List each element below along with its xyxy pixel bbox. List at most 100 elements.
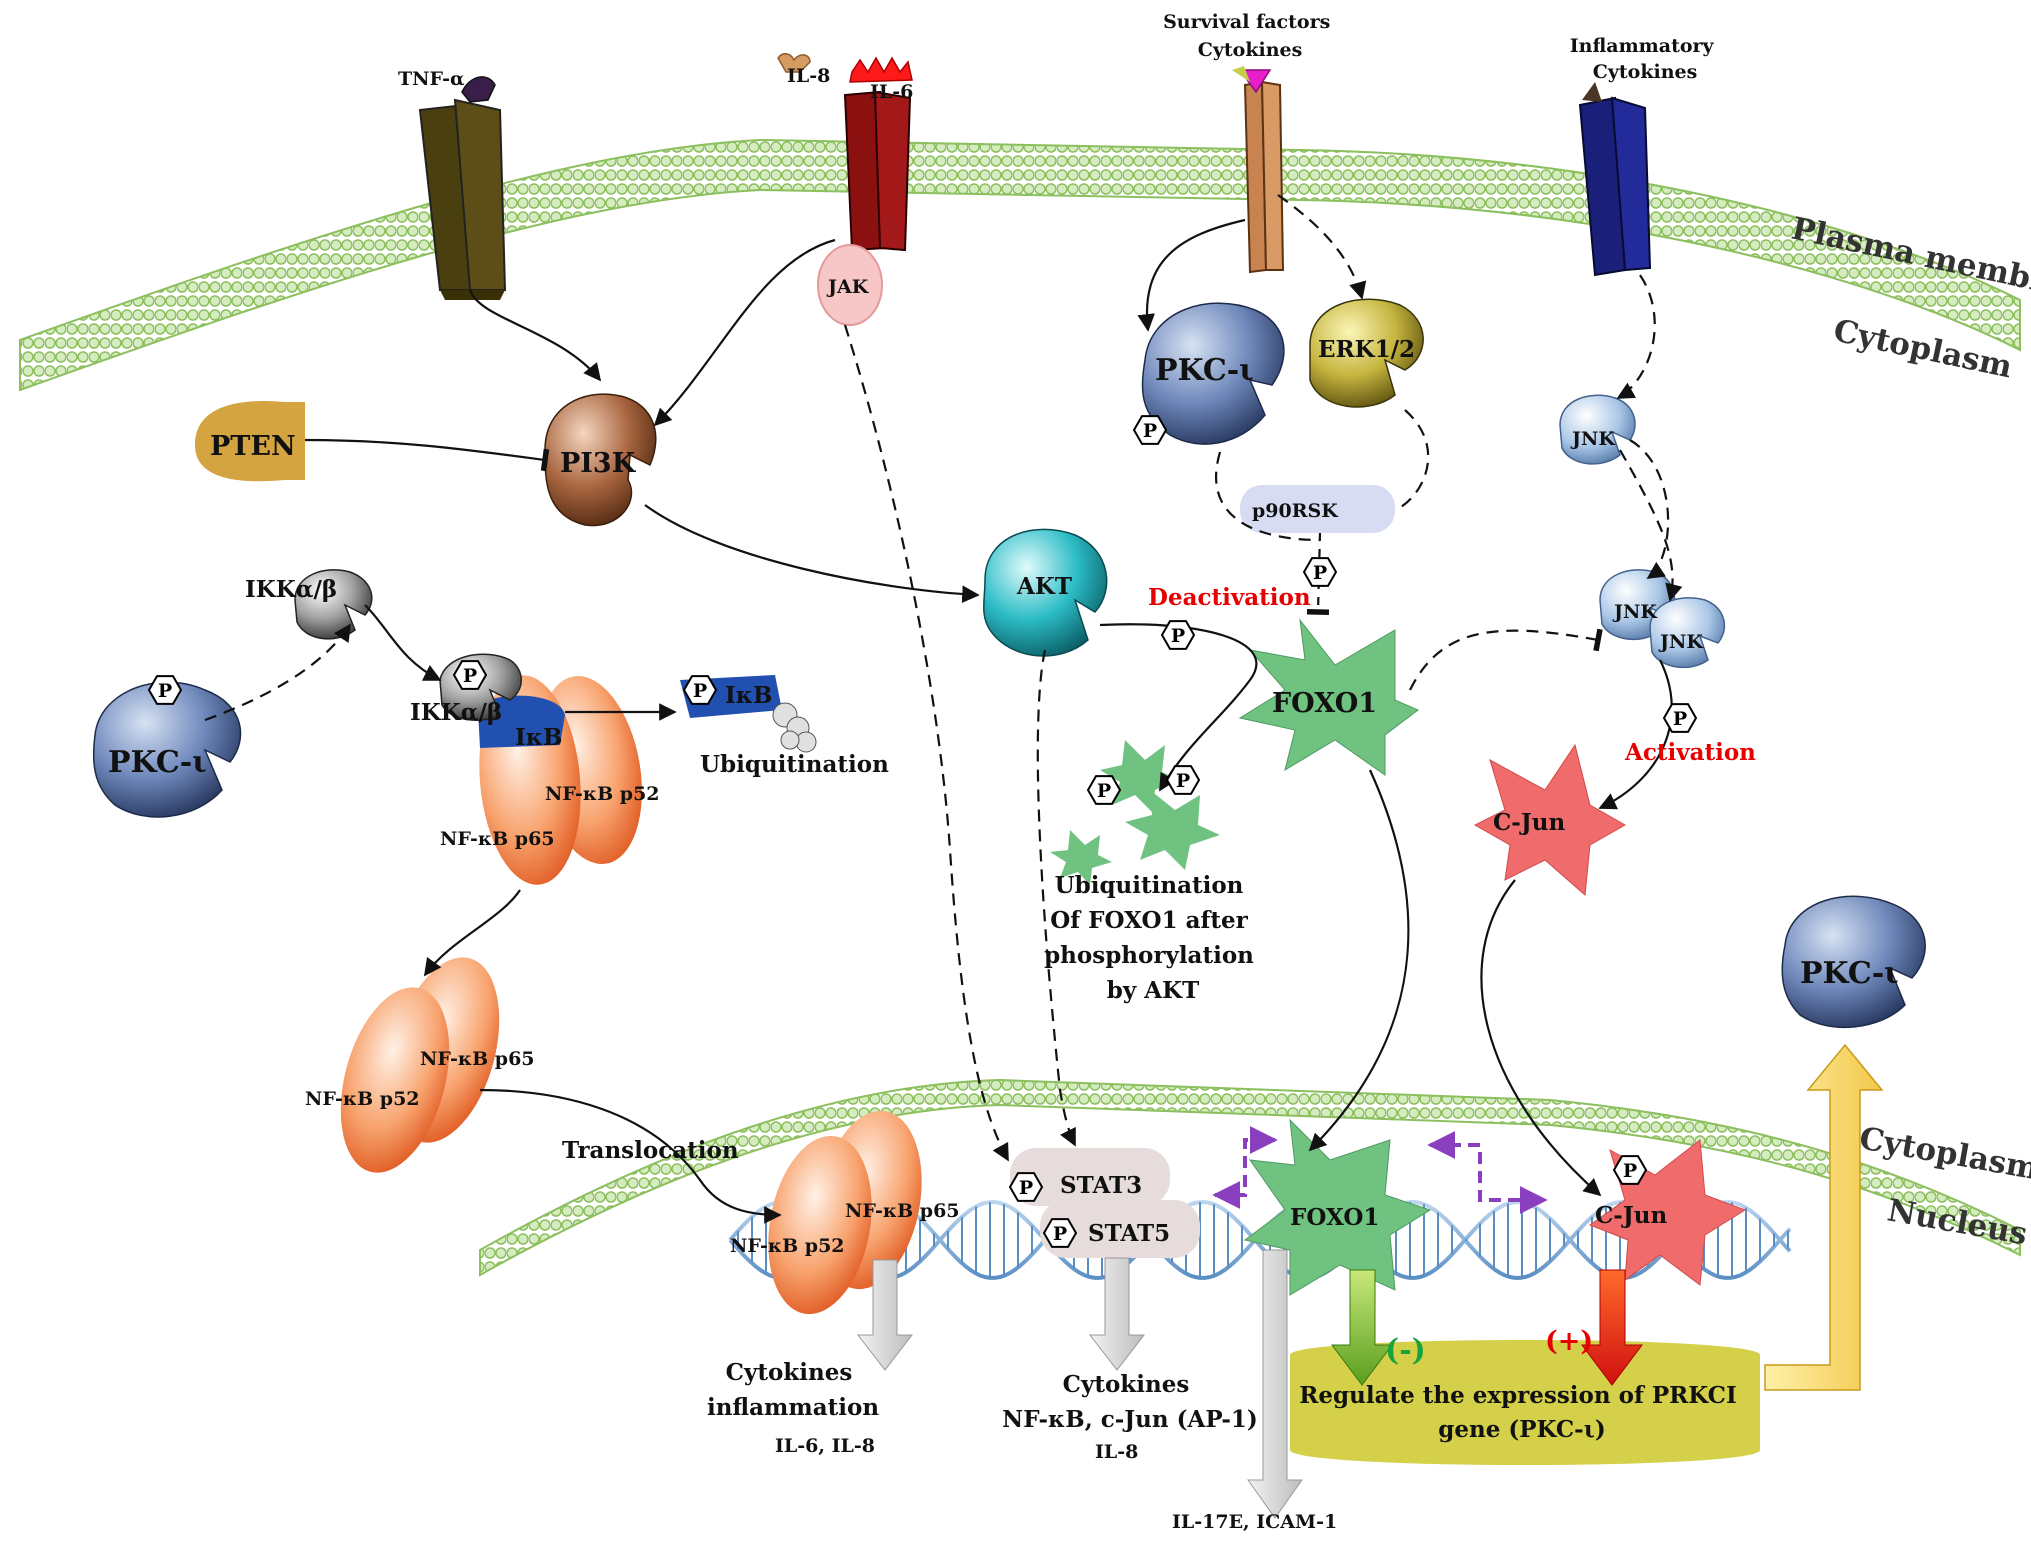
nfkb-nuclear-p65-label: NF-κB p65: [845, 1200, 960, 1222]
pten-protein: [195, 401, 305, 482]
phosphate-p-icon: P: [1042, 1218, 1078, 1248]
pkc-iota-exported-protein: [1781, 895, 1926, 1029]
phosphate-p-label: P: [1673, 708, 1687, 730]
il6-ligand-icon: [849, 56, 913, 83]
tnf-receptor: [418, 76, 507, 300]
phosphate-p-label: P: [1623, 1160, 1637, 1182]
jak-protein: [817, 244, 883, 326]
il8-ligand-icon: [777, 53, 811, 73]
prkci-export-arrow: [1764, 1043, 1884, 1391]
akt-label: AKT: [1016, 573, 1072, 600]
ubiquitination-label: Ubiquitination: [700, 751, 889, 778]
p90rsk-label: p90RSK: [1252, 500, 1339, 522]
cjun-activate-arrow: [1581, 1269, 1643, 1386]
shuttle-arrows: [1212, 1126, 1548, 1214]
akt-protein: [983, 528, 1108, 657]
p90rsk-protein: [1240, 485, 1395, 533]
stat-output-arrow: [1088, 1257, 1146, 1371]
inflammatory-cytokines-label: Inflammatory Cytokines: [1570, 35, 1720, 83]
jnk-protein: [1559, 394, 1636, 465]
survival-receptor: [1232, 66, 1285, 274]
nfkb-free-p65-label: NF-κB p65: [420, 1048, 535, 1070]
phosphate-p-label: P: [1097, 780, 1111, 802]
minus-sign: (-): [1385, 1333, 1426, 1368]
nfkb-free-dimer: [340, 957, 500, 1173]
plus-sign: (+): [1545, 1326, 1593, 1357]
il8-label: IL-8: [787, 65, 830, 87]
translocation-label: Translocation: [562, 1137, 739, 1164]
deactivation-label: Deactivation: [1148, 584, 1311, 611]
pten-label: PTEN: [210, 431, 296, 462]
il6-receptor: [777, 53, 913, 252]
pkc-iota-label: PKC-ι: [1155, 353, 1254, 388]
tnf-alpha-ligand-icon: [461, 76, 496, 103]
activation-label: Activation: [1624, 739, 1756, 766]
phosphate-p-icon: P: [1086, 775, 1122, 805]
nfkb-nuclear-p52-label: NF-κB p52: [730, 1235, 845, 1257]
foxo1-ubiquitinated-fragments: [1050, 740, 1220, 885]
pkc-iota-exported-label: PKC-ι: [1800, 956, 1899, 991]
ikb-ubiquitinated-label: IκB: [725, 682, 772, 709]
erk-label: ERK1/2: [1318, 336, 1415, 363]
foxo1-output-sub: IL-17E, ICAM-1: [1172, 1511, 1337, 1533]
pkc-iota-left-label: PKC-ι: [108, 745, 207, 780]
stat-complex: [1010, 1148, 1200, 1258]
ikb-complex-label: IκB: [515, 724, 562, 751]
foxo1-nucleus-label: FOXO1: [1290, 1204, 1379, 1231]
nfkb-nuclear-dimer: [768, 1110, 922, 1315]
inflammatory-receptor: [1578, 82, 1652, 277]
stat-output-sub: IL-8: [1095, 1441, 1138, 1463]
foxo1-ubiquitination-text: Ubiquitination Of FOXO1 after phosphoryl…: [1044, 872, 1262, 1004]
ikk-complex-label: IKKα/β: [410, 699, 502, 726]
ikk-ikb-nfkb-complex: [439, 653, 642, 885]
jnk-label: JNK: [1570, 428, 1616, 450]
phosphate-p-icon: P: [147, 675, 183, 705]
foxo1-cytoplasm: [1238, 618, 1419, 776]
nfkb-output-sub: IL-6, IL-8: [775, 1435, 875, 1457]
phosphate-p-icon: P: [452, 660, 488, 690]
prkci-text: Regulate the expression of PRKCI gene (P…: [1299, 1382, 1744, 1443]
nfkb-p65-complex-label: NF-κB p65: [440, 828, 555, 850]
nfkb-p52-complex-label: NF-κB p52: [545, 783, 660, 805]
connectors: [204, 194, 1683, 1224]
stat3-label: STAT3: [1060, 1172, 1142, 1199]
phosphate-p-icon: P: [1165, 765, 1201, 795]
phosphate-p-icon: P: [1302, 557, 1338, 587]
phosphate-p-icon: P: [1612, 1155, 1648, 1185]
ikk-protein: [294, 569, 373, 640]
phosphate-p-label: P: [158, 680, 172, 702]
ikk-label: IKKα/β: [245, 576, 337, 603]
nfkb-output-arrow: [856, 1259, 914, 1371]
phosphate-p-icon: P: [1662, 703, 1698, 733]
phosphate-p-icon: P: [1132, 415, 1168, 445]
phosphate-p-label: P: [1143, 420, 1157, 442]
erk-protein: [1309, 298, 1424, 408]
phosphate-p-label: P: [463, 665, 477, 687]
stat-output-text: Cytokines NF-κB, c-Jun (AP-1): [1002, 1371, 1258, 1433]
jnk-dimer: [1599, 569, 1726, 669]
phosphate-p-icon: P: [682, 675, 718, 705]
phosphate-p-label: P: [693, 680, 707, 702]
prkci-gene-box: [1290, 1340, 1760, 1465]
jak-label: JAK: [826, 276, 870, 298]
pi3k-protein: [544, 393, 657, 527]
nfkb-output-text: Cytokines inflammation: [707, 1359, 879, 1421]
nfkb-free-p52-label: NF-κB p52: [305, 1088, 420, 1110]
survival-factors-label: Survival factors Cytokines: [1163, 11, 1337, 61]
stat5-label: STAT5: [1088, 1220, 1170, 1247]
pi3k-label: PI3K: [560, 448, 637, 479]
cjun-nucleus-label: C-Jun: [1595, 1202, 1667, 1229]
il6-label: IL-6: [870, 81, 913, 103]
cjun-cytoplasm-label: C-Jun: [1493, 809, 1565, 836]
nuclear-membrane: [479, 1078, 2021, 1277]
phosphate-p-label: P: [1313, 562, 1327, 584]
phosphate-p-label: P: [1019, 1177, 1033, 1199]
tnf-alpha-label: TNF-α: [398, 68, 465, 90]
jnk-dimer-label-2: JNK: [1658, 631, 1704, 653]
plasma-membrane: [19, 138, 2021, 392]
foxo1-repress-arrow: [1331, 1269, 1393, 1386]
foxo1-output-arrow: [1247, 1249, 1303, 1519]
phosphate-p-label: P: [1176, 770, 1190, 792]
